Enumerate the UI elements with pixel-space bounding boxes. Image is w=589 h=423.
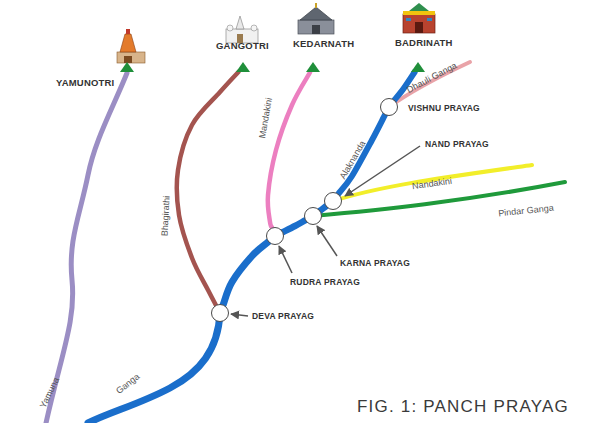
prayag-circle: DEVA PRAYAG — [211, 304, 229, 322]
river-name: Pindar Ganga — [498, 204, 554, 219]
ganga-river — [88, 313, 220, 423]
triangle-shape — [306, 62, 320, 72]
source-name: GANGOTRI — [216, 41, 269, 51]
leader-arrow — [279, 246, 292, 273]
river-name: Mandakini — [258, 97, 274, 139]
prayag-circle: KARNA PRAYAG — [304, 207, 322, 225]
prayag-circle: NAND PRAYAG — [324, 192, 342, 210]
figure-caption: FIG. 1: PANCH PRAYAG — [357, 398, 569, 415]
river-connector — [268, 72, 310, 228]
source-marker: GANGOTRI — [236, 62, 250, 72]
river-connector — [338, 115, 385, 194]
river-connector — [283, 220, 305, 232]
prayag-name: NAND PRAYAG — [425, 140, 489, 149]
river-name: Bhagirathi — [160, 196, 171, 237]
river-connector — [223, 242, 268, 305]
yamuna-river — [46, 73, 127, 423]
prayag-name: KARNA PRAYAG — [340, 259, 410, 268]
river-name: Nandakini — [412, 177, 453, 191]
triangle-shape — [236, 62, 250, 72]
river-connector — [177, 72, 239, 305]
triangle-shape — [120, 62, 134, 72]
triangle-shape — [236, 62, 250, 72]
source-name: YAMUNOTRI — [56, 78, 114, 88]
source-name: BADRINATH — [395, 38, 453, 48]
river-connector — [320, 206, 326, 210]
prayag-circle: VISHNU PRAYAG — [380, 98, 398, 116]
triangle-shape — [411, 62, 425, 72]
triangle-shape — [120, 62, 134, 72]
temple-icon — [117, 29, 145, 63]
triangle-shape — [306, 62, 320, 72]
prayag-name: VISHNU PRAYAG — [408, 104, 480, 113]
source-marker: BADRINATH — [411, 62, 425, 72]
nandakini-river — [333, 165, 532, 201]
temple-icon — [298, 3, 334, 34]
temple-icon — [226, 16, 258, 43]
prayag-name: RUDRA PRAYAG — [290, 278, 360, 287]
temple-icon — [403, 3, 435, 33]
source-marker: KEDARNATH — [306, 62, 320, 72]
prayag-circle: RUDRA PRAYAG — [266, 227, 284, 245]
source-name: KEDARNATH — [293, 39, 354, 49]
prayag-name: DEVA PRAYAG — [252, 312, 314, 321]
leader-arrow — [231, 314, 248, 316]
leader-arrow — [317, 226, 337, 256]
river-name: Ganga — [115, 372, 142, 396]
dhauli-river — [389, 62, 470, 107]
triangle-shape — [411, 62, 425, 72]
source-marker: YAMUNOTRI — [120, 62, 134, 72]
